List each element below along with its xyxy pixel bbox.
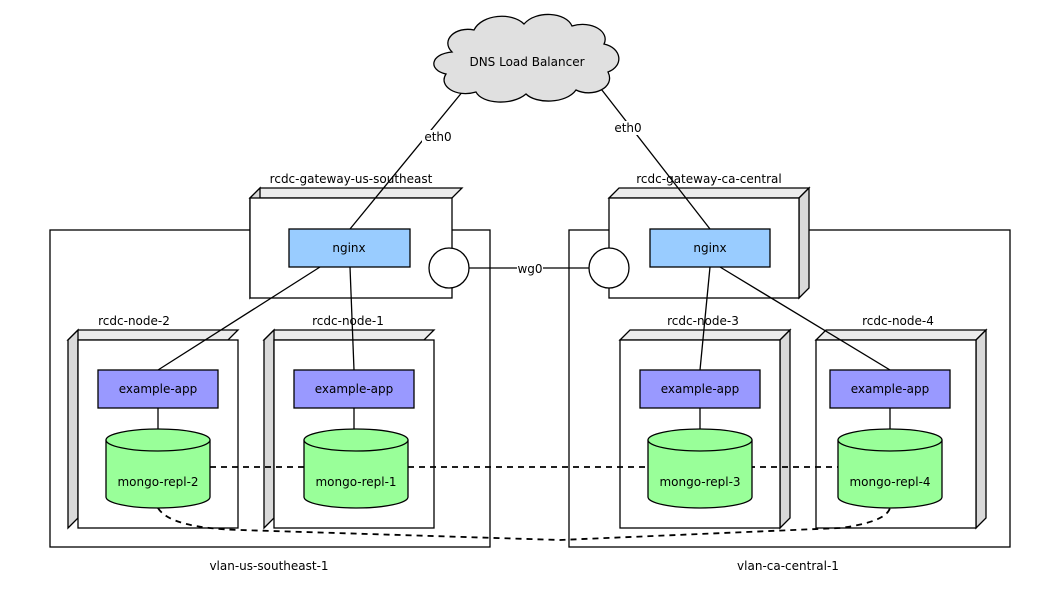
db-label-4: mongo-repl-4 — [849, 475, 930, 489]
nginx-label-right: nginx — [693, 241, 726, 255]
node-label-1: rcdc-node-1 — [312, 314, 384, 328]
eth0-label-left: eth0 — [424, 130, 451, 144]
eth0-link-left — [349, 84, 469, 230]
app-box-3 — [639, 369, 761, 409]
nginx-to-app-1 — [349, 266, 355, 371]
vlan-label-ca-central: vlan-ca-central-1 — [737, 559, 839, 573]
db-label-3: mongo-repl-3 — [659, 475, 740, 489]
replication-link-bottom — [157, 507, 891, 541]
db-cylinder-4 — [837, 428, 943, 509]
app-label-4: example-app — [851, 382, 930, 396]
db-cylinder-2 — [105, 428, 211, 509]
app-box-1 — [293, 369, 415, 409]
nginx-to-app-4 — [719, 266, 891, 371]
app-box-2 — [97, 369, 219, 409]
gateway-ca-central: nginx — [607, 186, 811, 300]
dns-cloud-label: DNS Load Balancer — [469, 55, 584, 69]
wg0-interface-right — [588, 247, 630, 289]
app-label-3: example-app — [661, 382, 740, 396]
db-cylinder-1 — [303, 428, 409, 509]
node-label-4: rcdc-node-4 — [862, 314, 934, 328]
app-box-4 — [829, 369, 951, 409]
app-label-1: example-app — [315, 382, 394, 396]
node-label-3: rcdc-node-3 — [667, 314, 739, 328]
db-label-2: mongo-repl-2 — [117, 475, 198, 489]
nginx-to-app-2 — [157, 266, 321, 371]
eth0-link-right — [597, 84, 711, 230]
vlan-label-us-southeast: vlan-us-southeast-1 — [209, 559, 328, 573]
node-label-2: rcdc-node-2 — [98, 314, 170, 328]
gateway-us-southeast: nginx — [248, 186, 464, 300]
db-cylinder-3 — [647, 428, 753, 509]
wg0-interface-left — [428, 247, 470, 289]
gateway-label-us-southeast: rcdc-gateway-us-southeast — [270, 172, 433, 186]
nginx-label-left: nginx — [332, 241, 365, 255]
nginx-to-app-3 — [699, 266, 711, 371]
eth0-label-right: eth0 — [614, 121, 641, 135]
wg0-label: wg0 — [517, 262, 542, 276]
dns-cloud — [433, 13, 620, 103]
app-label-2: example-app — [119, 382, 198, 396]
gateway-label-ca-central: rcdc-gateway-ca-central — [636, 172, 781, 186]
db-label-1: mongo-repl-1 — [315, 475, 396, 489]
nginx-box-left — [288, 228, 411, 268]
